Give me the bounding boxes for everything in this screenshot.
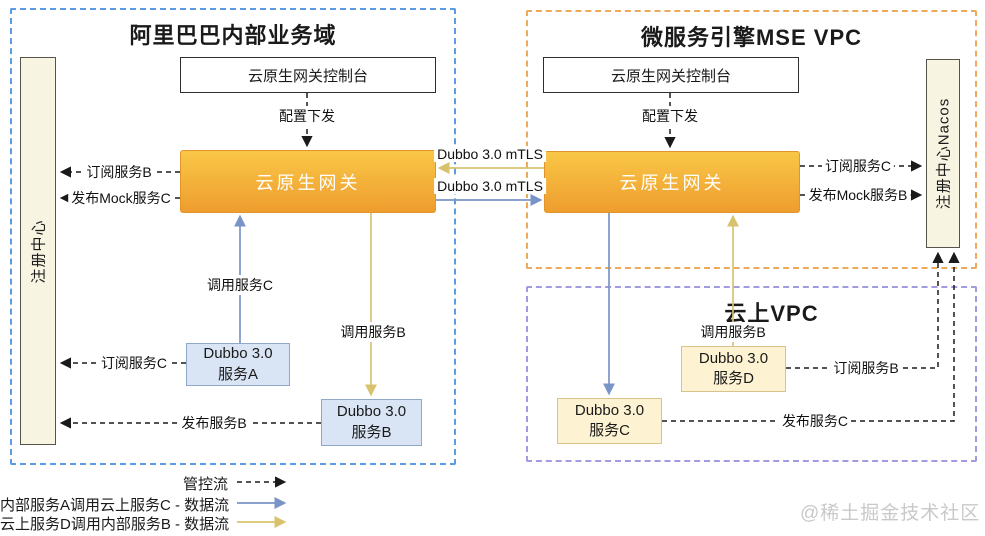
flow-subscribe-b-right-label: 订阅服务B [830, 358, 902, 378]
gateway-console-left: 云原生网关控制台 [180, 57, 436, 93]
flow-config-right-label: 配置下发 [639, 106, 701, 126]
registry-nacos-label: 注册中心Nacos [935, 97, 953, 210]
cloud-native-gateway-left: 云原生网关 [180, 150, 436, 213]
registry-center-left: 注册中心 [20, 57, 56, 445]
flow-mtls-bottom-label: Dubbo 3.0 mTLS [434, 178, 546, 194]
gateway-right-label: 云原生网关 [619, 173, 725, 193]
flow-mtls-top-label: Dubbo 3.0 mTLS [434, 146, 546, 162]
flow-config-left-label: 配置下发 [276, 106, 338, 126]
flow-publish-mock-b-label: 发布Mock服务B [805, 185, 911, 205]
cloud-native-gateway-right: 云原生网关 [544, 151, 800, 213]
service-a-line1: Dubbo 3.0 [203, 345, 273, 363]
flow-call-b-left-label: 调用服务B [337, 322, 409, 342]
flow-publish-c-line [662, 251, 960, 422]
flow-call-b-right-label: 调用服务B [697, 322, 769, 342]
service-a-line2: 服务A [217, 365, 258, 383]
service-d-line2: 服务D [713, 370, 754, 387]
registry-left-label: 注册中心 [30, 218, 48, 284]
flow-subscribe-c-left-label: 订阅服务C [97, 353, 171, 373]
region-mse-vpc: 微服务引擎MSE VPC [526, 10, 977, 269]
service-d-line1: Dubbo 3.0 [698, 349, 769, 367]
flow-subscribe-c-right-label: 订阅服务C [821, 156, 895, 176]
flow-subscribe-b-left-label: 订阅服务B [83, 162, 155, 182]
flow-subscribe-b-right-line [786, 251, 944, 369]
flow-call-c-label: 调用服务C [203, 275, 277, 295]
gateway-console-right: 云原生网关控制台 [543, 57, 799, 93]
watermark: @稀土掘金技术社区 [800, 503, 981, 524]
service-d-node: Dubbo 3.0 服务D [681, 346, 786, 392]
region-cloud-vpc: 云上VPC [526, 286, 977, 462]
service-b-line2: 服务B [351, 423, 392, 441]
service-c-line2: 服务C [589, 422, 630, 439]
region-mse-title: 微服务引擎MSE VPC [640, 25, 863, 50]
legend-data-yellow-label: 云上服务D调用内部服务B - 数据流 [0, 516, 230, 533]
flow-publish-b-label: 发布服务B [178, 413, 250, 433]
legend-control-label: 管控流 [182, 476, 228, 493]
gateway-console-right-label: 云原生网关控制台 [610, 67, 731, 85]
service-a-node: Dubbo 3.0 服务A [186, 343, 290, 386]
registry-center-nacos: 注册中心Nacos [926, 59, 960, 248]
gateway-console-left-label: 云原生网关控制台 [247, 67, 368, 85]
flow-publish-mock-c-label: 发布Mock服务C [68, 188, 174, 208]
legend-data-blue-label: 内部服务A调用云上服务C - 数据流 [0, 497, 230, 514]
gateway-left-label: 云原生网关 [255, 172, 361, 193]
region-internal-domain: 阿里巴巴内部业务域 [10, 8, 456, 465]
service-b-node: Dubbo 3.0 服务B [321, 399, 422, 446]
service-c-node: Dubbo 3.0 服务C [557, 398, 662, 444]
region-cloud-title: 云上VPC [724, 301, 819, 326]
service-c-line1: Dubbo 3.0 [574, 401, 645, 419]
region-internal-title: 阿里巴巴内部业务域 [129, 23, 337, 48]
service-b-line1: Dubbo 3.0 [336, 403, 407, 421]
flow-publish-c-label: 发布服务C [778, 411, 852, 431]
